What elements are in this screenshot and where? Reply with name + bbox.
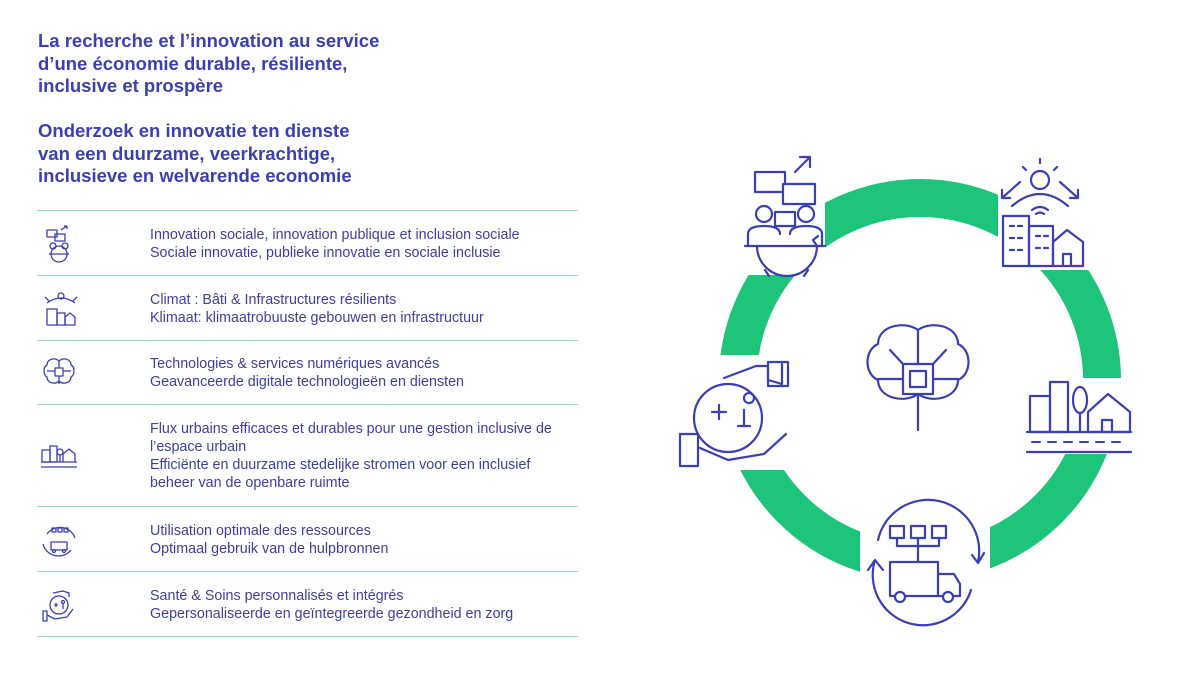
digital-brain-icon	[43, 358, 75, 384]
divider	[37, 636, 578, 637]
resources-cycle-icon	[42, 526, 76, 557]
item-text: Flux urbains efficaces et durables pour …	[150, 420, 575, 492]
list-item: Flux urbains efficaces et durables pour …	[37, 404, 578, 507]
title-nl: Onderzoek en innovatie ten dienste van e…	[38, 120, 352, 186]
title-fr: La recherche et l’innovation au service …	[38, 30, 380, 96]
social-innovation-icon	[46, 224, 69, 263]
list-item: Climat : Bâti & Infrastructures résilien…	[37, 275, 578, 341]
item-label-fr: Santé & Soins personnalisés et intégrés	[150, 587, 404, 604]
item-label-fr: Utilisation optimale des ressources	[150, 522, 371, 539]
item-label-fr: Technologies & services numériques avanc…	[150, 356, 440, 372]
item-label-nl: Gepersonaliseerde en geïntegreerde gezon…	[150, 605, 514, 622]
item-label-fr: Innovation sociale, innovation publique …	[150, 226, 520, 243]
list-item: Technologies & services numériques avanc…	[37, 340, 578, 405]
list-item: Innovation sociale, innovation publique …	[37, 210, 578, 276]
climate-buildings-icon	[44, 291, 78, 326]
social-innovation-icon	[743, 155, 827, 278]
item-text: Climat : Bâti & Infrastructures résilien…	[150, 291, 575, 327]
health-care-icon	[678, 355, 793, 470]
health-care-icon	[42, 589, 74, 622]
item-text: Innovation sociale, innovation publique …	[150, 226, 575, 262]
item-label-nl: Efficiënte en duurzame stedelijke strome…	[150, 457, 531, 491]
item-label-nl: Optimaal gebruik van de hulpbronnen	[150, 540, 389, 557]
item-label-fr: Climat : Bâti & Infrastructures résilien…	[150, 291, 397, 308]
urban-flows-icon	[1025, 378, 1133, 454]
item-label-nl: Sociale innovatie, publieke innovatie en…	[150, 244, 501, 261]
item-label-nl: Geavanceerde digitale technologieën en d…	[150, 374, 464, 390]
digital-brain-icon	[866, 324, 970, 433]
climate-buildings-icon	[998, 157, 1088, 270]
resources-cycle-icon	[860, 498, 990, 627]
item-text: Technologies & services numériques avanc…	[150, 355, 575, 391]
item-label-fr: Flux urbains efficaces et durables pour …	[150, 421, 552, 455]
item-label-nl: Klimaat: klimaatrobuuste gebouwen en inf…	[150, 309, 484, 326]
urban-flows-icon	[41, 445, 77, 468]
